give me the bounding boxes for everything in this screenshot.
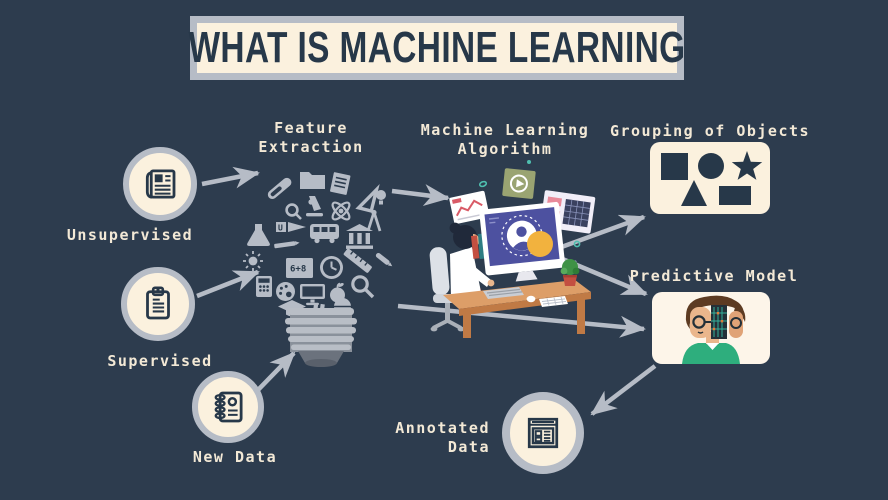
rectangle-shape <box>719 186 751 205</box>
potted-plant <box>560 259 580 286</box>
sun-bulb-icon <box>243 251 263 271</box>
arrow-newdata-to-feature <box>255 351 296 393</box>
title-banner: WHAT IS MACHINE LEARNING <box>188 16 686 80</box>
new-data-label: New Data <box>192 448 278 466</box>
svg-text:6+8: 6+8 <box>290 265 306 275</box>
clipboard-icon <box>146 286 170 320</box>
chart-card <box>449 190 490 225</box>
ml-algorithm-label: Machine Learning Algorithm <box>420 121 590 158</box>
mouse <box>526 295 536 303</box>
annotated-document-icon <box>527 417 559 449</box>
chalkboard-icon: 6+8 <box>286 258 313 278</box>
pencil-icon <box>274 241 300 249</box>
predictive-model-card <box>652 292 770 364</box>
grouped-shapes-icon <box>661 151 763 206</box>
circle-shape <box>698 153 724 179</box>
feature-extraction-label: Feature Extraction <box>258 119 364 156</box>
clock-icon <box>320 256 343 279</box>
unsupervised-label: Unsupervised <box>66 226 194 244</box>
annotated-data-label: Annotated Data <box>395 419 490 456</box>
annotated-data-node <box>502 392 584 474</box>
calculator-icon <box>256 276 272 297</box>
idea-bulb-small-icon <box>376 190 386 205</box>
grouping-of-objects-card <box>650 142 770 214</box>
monitor <box>479 201 566 282</box>
magnifier-small-icon <box>285 203 302 220</box>
newspaper-icon <box>145 169 176 199</box>
university-building-icon <box>346 224 373 249</box>
person-at-computer-illustration <box>429 160 596 338</box>
apple-icon <box>330 282 345 303</box>
grid-paper <box>539 296 568 307</box>
magnifier-icon <box>351 275 375 299</box>
pen-icon <box>375 252 393 267</box>
arrow-unsupervised-to-feature <box>201 166 260 189</box>
test-tube-icon <box>267 177 292 200</box>
half-human-half-robot-face-icon <box>682 295 746 364</box>
keyboard <box>483 287 524 299</box>
grouping-label: Grouping of Objects <box>609 122 811 140</box>
arrow-feature-to-algorithm <box>391 184 450 206</box>
predictive-model-label: Predictive Model <box>629 267 799 285</box>
pennant-icon: U <box>276 222 306 233</box>
folder-icon <box>300 172 325 189</box>
speech-bubble-dot <box>527 231 553 257</box>
ruler-icon <box>343 248 372 273</box>
microscope-icon <box>306 196 323 217</box>
notes-icon <box>330 172 351 195</box>
set-square-icon <box>355 184 380 214</box>
triangle-shape <box>681 180 707 206</box>
spiral-notebook-icon <box>214 391 243 423</box>
drafting-compass-icon <box>366 209 382 232</box>
svg-text:U: U <box>278 224 283 233</box>
unsupervised-node <box>123 147 197 221</box>
lightbulb-collage-illustration: U <box>243 172 393 367</box>
arrow-predictive-to-annotated <box>590 364 657 416</box>
supervised-node <box>121 267 195 341</box>
palette-icon <box>276 282 295 301</box>
monitor-small-icon <box>300 284 325 306</box>
arrow-feature-to-predictive <box>397 303 646 338</box>
school-bus-icon <box>310 224 339 244</box>
atom-icon <box>331 201 351 221</box>
icon-cluster: U <box>243 172 393 324</box>
square-shape <box>661 153 688 180</box>
arrow-algorithm-to-grouping <box>555 214 646 252</box>
arrow-supervised-to-feature <box>196 269 260 299</box>
bulb-screw-base <box>285 308 357 367</box>
play-card <box>502 168 536 199</box>
page-title: WHAT IS MACHINE LEARNING <box>188 23 686 72</box>
flask-icon <box>247 224 270 246</box>
supervised-label: Supervised <box>107 352 213 370</box>
star-shape <box>731 151 763 180</box>
new-data-node <box>192 371 264 443</box>
